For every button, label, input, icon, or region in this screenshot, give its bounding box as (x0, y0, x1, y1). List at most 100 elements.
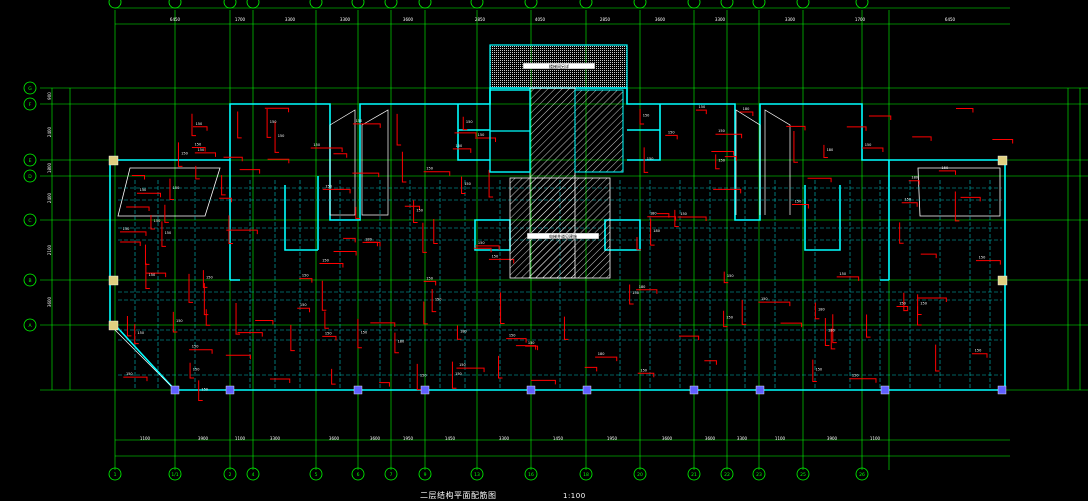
rebar-mark (237, 111, 242, 139)
dimension-left: 2400 (47, 192, 52, 203)
rebar-mark (473, 247, 492, 253)
column (997, 385, 1007, 395)
rebar-mark (126, 315, 132, 337)
rebar-mark (456, 325, 462, 340)
axis-label-bottom: 16 (528, 472, 534, 478)
rebar-mark (563, 316, 569, 340)
axis-bubble-top (524, 0, 538, 9)
axis-bubble-left (23, 153, 37, 167)
dimension-top: 3300 (785, 17, 796, 22)
rebar-mark (812, 359, 817, 383)
rebar-mark (903, 292, 908, 312)
core-label-box-mid (526, 232, 600, 240)
axis-label-bottom: 1 (114, 472, 117, 478)
rebar-mark (352, 123, 381, 128)
axis-bubble-top (796, 0, 810, 9)
rebar-mark (695, 109, 707, 115)
rebar-mark (629, 284, 634, 305)
rebar-label: 180 (653, 229, 660, 233)
rebar-label: 150 (643, 113, 650, 117)
rebar-label: 150 (302, 274, 309, 278)
rebar-mark (650, 218, 655, 246)
axis-bubble-bottom (108, 467, 122, 481)
rebar-mark (639, 108, 645, 125)
axis-label-bottom: 26 (859, 472, 865, 478)
rebar-mark (636, 289, 658, 294)
dimension-left: 3600 (47, 296, 52, 307)
axis-label-left: G (28, 86, 32, 92)
dimension-bottom: 3600 (662, 436, 673, 441)
rebar-mark (454, 132, 477, 137)
rebar-label: 150 (165, 231, 172, 235)
axis-label-bottom: 4 (252, 472, 255, 478)
axis-bubble-top (470, 0, 484, 9)
rebar-label: 150 (195, 143, 202, 147)
rebar-label: 150 (979, 256, 986, 260)
rebar-label: 150 (176, 319, 183, 323)
rebar-mark (370, 322, 396, 327)
rebar-mark (202, 270, 208, 288)
rebar-label: 150 (904, 198, 911, 202)
rebar-mark (235, 302, 241, 335)
rebar-label: 150 (196, 122, 203, 126)
rebar-label: 150 (795, 200, 802, 204)
rebar-label: 150 (270, 120, 277, 124)
rebar-label: 150 (456, 144, 463, 148)
axis-bubble-bottom (246, 467, 260, 481)
rebar-mark (715, 154, 720, 170)
rebar-mark (123, 376, 148, 382)
axis-bubble-top (579, 0, 593, 9)
rebar-mark (500, 292, 505, 325)
stair-shaft-right-2 (764, 109, 791, 215)
rebar-label: 150 (478, 241, 485, 245)
rebar-mark (297, 307, 311, 313)
rebar-mark (161, 221, 166, 247)
rebar-mark (896, 306, 909, 311)
rebar-label: 150 (416, 208, 423, 212)
rebar-mark (723, 310, 728, 328)
dimension-top: 6450 (945, 17, 956, 22)
rebar-mark (366, 241, 378, 247)
rebar-mark (131, 174, 146, 180)
axis-bubble-top (246, 0, 260, 9)
axis-bubble-top (384, 0, 398, 9)
rebar-label: 150 (325, 331, 332, 335)
rebar-label: 180 (828, 329, 835, 333)
dimension-top: 3300 (715, 17, 726, 22)
dimension-top: 3300 (340, 17, 351, 22)
corner-column (997, 155, 1008, 166)
rebar-label: 150 (325, 184, 332, 188)
rebar-label: 150 (942, 166, 949, 170)
axis-label-bottom: 23 (756, 472, 762, 478)
rebar-mark (971, 353, 988, 358)
rebar-mark (189, 349, 213, 354)
rebar-label: 150 (192, 345, 199, 349)
column (880, 385, 890, 395)
column (582, 385, 592, 395)
axis-bubble-top (168, 0, 182, 9)
corner-column (108, 275, 119, 286)
axis-bubble-bottom (309, 467, 323, 481)
rebar-mark (462, 116, 468, 131)
rebar-mark (868, 115, 892, 120)
dimension-left: 2400 (47, 126, 52, 137)
dimension-bottom: 3300 (499, 436, 510, 441)
rebar-mark (674, 209, 679, 227)
stair-shaft-right (735, 109, 761, 215)
rebar-mark (169, 178, 174, 201)
rebar-mark (584, 366, 598, 372)
axis-label-bottom: 25 (800, 472, 806, 478)
rebar-mark (595, 356, 618, 362)
rebar-mark (678, 335, 700, 341)
rebar-label: 150 (149, 273, 156, 277)
rebar-mark (126, 206, 150, 211)
rebar-label: 150 (865, 143, 872, 147)
rebar-label: 150 (852, 374, 859, 378)
rebar-mark (267, 158, 290, 164)
rebar-mark (506, 338, 527, 343)
axis-label-bottom: 9 (424, 472, 427, 478)
rebar-mark (343, 237, 356, 243)
column (755, 385, 765, 395)
rebar-mark (120, 241, 141, 246)
